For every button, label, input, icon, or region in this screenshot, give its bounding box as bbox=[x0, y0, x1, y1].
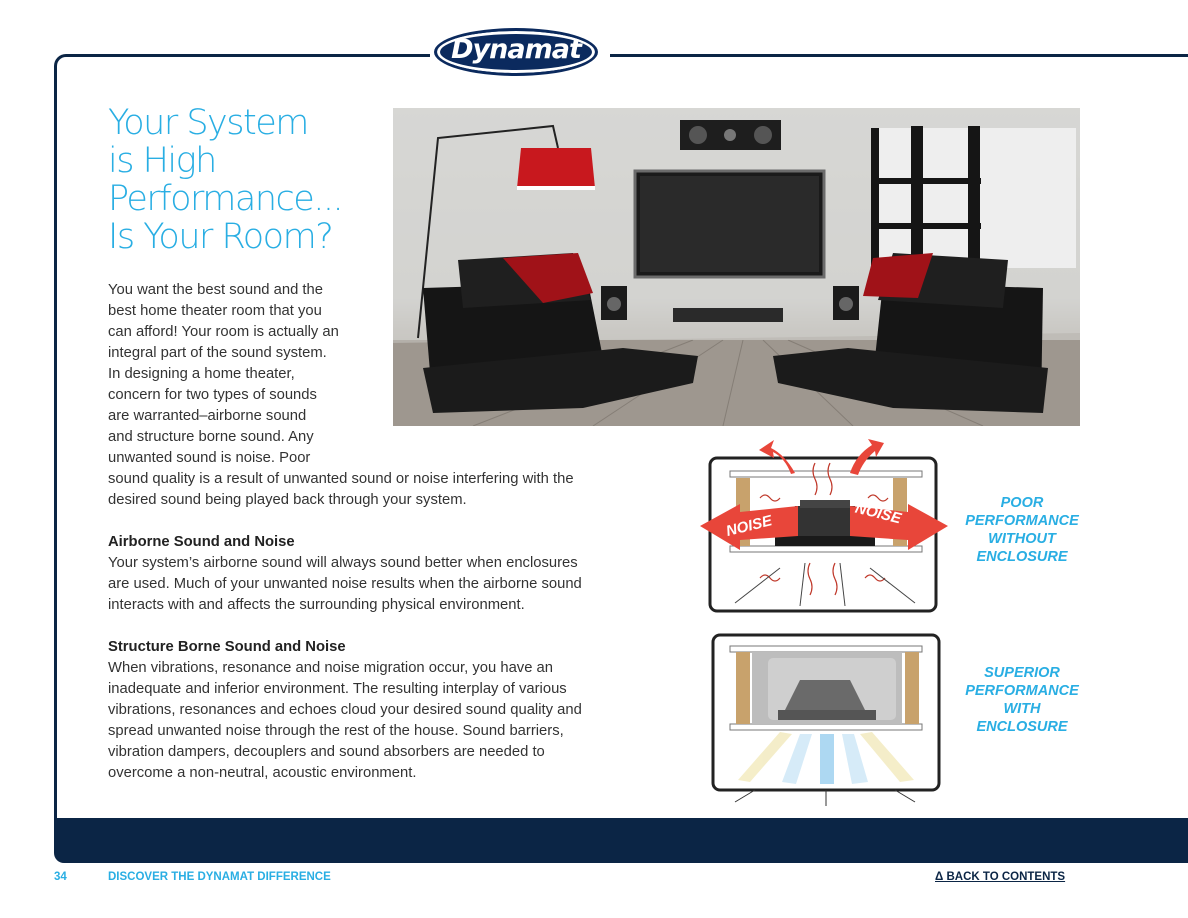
diagram-with-enclosure bbox=[700, 630, 948, 815]
footer-section-label: DISCOVER THE DYNAMAT DIFFERENCE bbox=[108, 871, 331, 883]
page-number: 34 bbox=[54, 871, 67, 883]
back-to-contents-link[interactable]: Δ BACK TO CONTENTS bbox=[935, 871, 1066, 883]
footer-band bbox=[54, 818, 1188, 863]
caption-poor-performance: POOR PERFORMANCE WITHOUT ENCLOSURE bbox=[965, 495, 1079, 565]
intro-paragraph: You want the best sound and the best hom… bbox=[108, 282, 339, 466]
intro-paragraph-continued: sound quality is a result of unwanted so… bbox=[108, 471, 574, 508]
structure-heading: Structure Borne Sound and Noise bbox=[108, 639, 346, 655]
airborne-section: Airborne Sound and Noise Your system’s a… bbox=[108, 532, 648, 616]
dynamat-logo: Dynamat bbox=[430, 26, 610, 80]
airborne-heading: Airborne Sound and Noise bbox=[108, 534, 295, 550]
diagram-without-enclosure: NOISE NOISE bbox=[700, 438, 948, 621]
structure-section: Structure Borne Sound and Noise When vib… bbox=[108, 637, 648, 784]
page-title: Your System is High Performance... Is Yo… bbox=[108, 103, 344, 257]
caption-superior-performance: SUPERIOR PERFORMANCE WITH ENCLOSURE bbox=[965, 665, 1079, 735]
home-theater-photo bbox=[393, 108, 1080, 426]
